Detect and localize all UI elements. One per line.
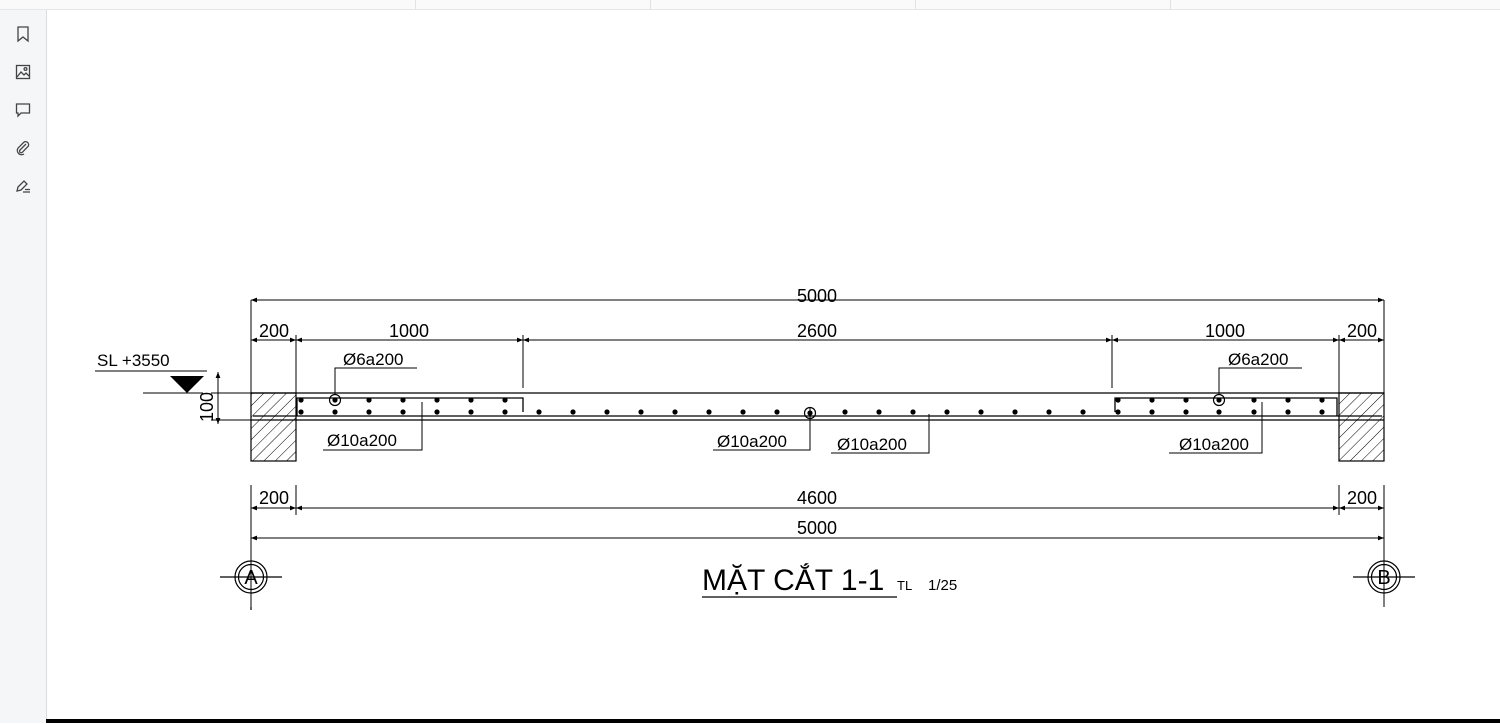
rebar-dot xyxy=(366,397,372,403)
rebar-dot xyxy=(876,409,882,415)
rebar-dot xyxy=(1183,409,1189,415)
rebar-dot xyxy=(1149,409,1155,415)
support-left xyxy=(250,392,297,462)
scale-value: 1/25 xyxy=(928,577,957,594)
rebar-dot xyxy=(366,409,372,415)
dim-top-left-zone: 1000 xyxy=(389,321,429,341)
rebar-dot xyxy=(1183,397,1189,403)
dim-bottom-total: 5000 xyxy=(797,518,837,538)
dim-thickness: 100 xyxy=(197,392,217,422)
level-label: SL +3550 xyxy=(97,351,170,370)
dim-top-right-zone: 1000 xyxy=(1205,321,1245,341)
level-marker-icon xyxy=(170,376,204,393)
rebar-dot xyxy=(434,397,440,403)
rebar-dot xyxy=(1046,409,1052,415)
thickness-dimension xyxy=(143,372,251,424)
rebar-dot xyxy=(638,409,644,415)
sidebar xyxy=(0,10,47,723)
comment-button[interactable] xyxy=(8,96,38,124)
dim-top-right-support: 200 xyxy=(1347,321,1377,341)
rebar-dot xyxy=(1319,409,1325,415)
comment-icon xyxy=(15,103,31,118)
rebar-dot xyxy=(1251,409,1257,415)
rebar-dot xyxy=(944,409,950,415)
bookmark-icon xyxy=(17,26,29,43)
axis-marker-b xyxy=(1353,560,1415,594)
rebar-dot xyxy=(1115,397,1121,403)
axis-label-a: A xyxy=(244,567,258,589)
top-dimensions xyxy=(250,297,1385,395)
bottom-dimensions xyxy=(250,485,1385,607)
rebar-dot xyxy=(332,409,338,415)
rebar-dot xyxy=(536,409,542,415)
rebar-label-bottom-mid-1: Ø10a200 xyxy=(717,432,787,451)
rebar-dot xyxy=(400,397,406,403)
top-toolbar xyxy=(0,0,1500,10)
rebar-label-bottom-left: Ø10a200 xyxy=(327,431,397,450)
rebar-label-bottom-right: Ø10a200 xyxy=(1179,435,1249,454)
rebar-dot xyxy=(706,409,712,415)
section-title: MẶT CẮT 1-1 xyxy=(702,563,884,597)
rebar-dot xyxy=(468,397,474,403)
rebar-dot xyxy=(502,409,508,415)
axis-label-b: B xyxy=(1377,567,1390,589)
rebar-dot xyxy=(1319,397,1325,403)
rebar-label-bottom-mid-2: Ø10a200 xyxy=(837,435,907,454)
rebar-dot xyxy=(740,409,746,415)
rebar-dot xyxy=(978,409,984,415)
rebar-dot xyxy=(842,409,848,415)
dim-top-middle: 2600 xyxy=(797,321,837,341)
image-button[interactable] xyxy=(8,58,38,86)
rebar-label-top-left: Ø6a200 xyxy=(343,350,404,369)
rebar-dot xyxy=(1285,397,1291,403)
attachment-button[interactable] xyxy=(8,134,38,162)
rebar-dot xyxy=(468,409,474,415)
dim-bottom-right-support: 200 xyxy=(1347,488,1377,508)
dim-bottom-clear-span: 4600 xyxy=(797,488,837,508)
rebar-dot xyxy=(502,397,508,403)
drawing-canvas: 5000 200 1000 2600 1000 200 200 4600 200… xyxy=(47,10,1500,719)
rebar-leaders xyxy=(323,367,1302,454)
bottom-edge xyxy=(46,719,1500,723)
rebar-dot xyxy=(570,409,576,415)
rebar-dot xyxy=(1285,409,1291,415)
rebar-dot xyxy=(400,409,406,415)
rebar-dot xyxy=(1080,409,1086,415)
rebar-dot xyxy=(774,409,780,415)
image-icon xyxy=(15,64,31,80)
signature-button[interactable] xyxy=(8,172,38,200)
rebar-dot xyxy=(1251,397,1257,403)
rebar-dot xyxy=(672,409,678,415)
section-drawing: 5000 200 1000 2600 1000 200 200 4600 200… xyxy=(95,286,1415,610)
scale-prefix: TL xyxy=(897,578,912,593)
dim-top-left-support: 200 xyxy=(259,321,289,341)
signature-icon xyxy=(16,180,30,193)
rebar-dot xyxy=(434,409,440,415)
support-right xyxy=(1338,392,1385,462)
dim-bottom-left-support: 200 xyxy=(259,488,289,508)
rebar-dot xyxy=(1115,409,1121,415)
rebar-dot xyxy=(1012,409,1018,415)
bookmark-button[interactable] xyxy=(8,20,38,48)
rebar-dot xyxy=(1149,397,1155,403)
paperclip-icon xyxy=(16,141,30,156)
rebar-dot xyxy=(298,409,304,415)
rebar-dot xyxy=(1216,409,1222,415)
slab xyxy=(251,392,1384,421)
rebar-label-top-right: Ø6a200 xyxy=(1228,350,1289,369)
rebar-dot xyxy=(298,397,304,403)
rebar-dots xyxy=(298,397,1325,415)
dim-top-total: 5000 xyxy=(797,286,837,306)
rebar-dot xyxy=(604,409,610,415)
axis-marker-a xyxy=(220,560,282,610)
rebar-dot xyxy=(910,409,916,415)
